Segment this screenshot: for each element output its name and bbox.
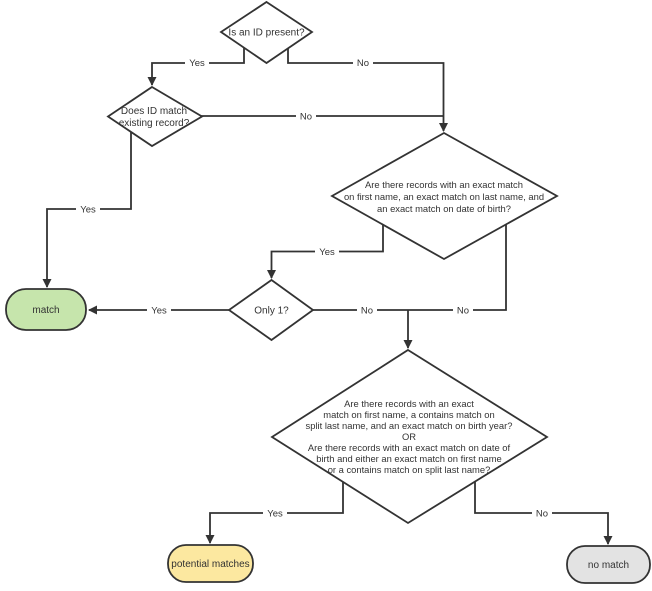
edge-label-id-present-yes: Yes: [185, 57, 209, 69]
decision-diamond: [330, 131, 559, 261]
decision-label: Is an ID present?: [228, 28, 305, 39]
decision-label-line: Are there records with an exact: [344, 398, 474, 409]
terminal-label: match: [32, 305, 59, 316]
decision-diamond: [106, 85, 204, 148]
decision-label-line: existing record?: [119, 118, 190, 129]
decision-label-line: match on first name, a contains match on: [323, 409, 494, 420]
node-exact-match-question: Are there records with an exact match on…: [330, 131, 559, 261]
decision-diamond: [227, 278, 315, 342]
edge-label-bg: [357, 304, 377, 316]
decision-label-line: an exact match on date of birth?: [377, 203, 511, 214]
terminal-label: potential matches: [171, 559, 249, 570]
decision-label-line: Does ID match: [121, 106, 187, 117]
edge-label-bg: [353, 57, 373, 68]
node-potential-matches: potential matches: [167, 544, 254, 583]
node-fuzzy-match-question: Are there records with an exact match on…: [270, 348, 549, 525]
terminal-pill: [167, 544, 254, 583]
edge-label-text: Yes: [151, 306, 167, 317]
edge-labels: Yes No No Yes Yes Yes: [76, 57, 552, 520]
edge-label-bg: [315, 246, 339, 257]
decision-label-line: on first name, an exact match on last na…: [344, 191, 544, 202]
edge-label-text: Yes: [80, 205, 96, 216]
decision-diamond: [270, 348, 549, 525]
node-is-id-present: Is an ID present?: [219, 0, 314, 65]
edge-exact-match-no: [408, 220, 507, 311]
edge-label-text: No: [536, 509, 548, 520]
decision-diamond: [219, 0, 314, 65]
edge-label-bg: [185, 57, 209, 68]
edge-label-text: Yes: [319, 247, 335, 258]
edge-label-bg: [532, 507, 552, 519]
node-does-id-match: Does ID match existing record?: [106, 85, 204, 148]
terminal-label: no match: [588, 560, 629, 571]
edge-label-text: No: [300, 112, 312, 123]
edge-label-only-one-yes: Yes: [147, 304, 171, 317]
edge-label-bg: [147, 304, 171, 316]
edge-label-text: No: [361, 306, 373, 317]
decision-label-line: or a contains match on split last name?: [328, 464, 491, 475]
decision-label-line: Are there records with an exact match on…: [308, 442, 511, 453]
decision-label-line: OR: [402, 431, 416, 442]
decision-label: Only 1?: [254, 306, 289, 317]
terminal-pill: [5, 288, 87, 331]
node-only-one: Only 1?: [227, 278, 315, 342]
edge-label-exact-match-yes: Yes: [315, 246, 339, 258]
node-match: match: [5, 288, 87, 331]
edge-label-text: Yes: [189, 58, 205, 69]
edge-label-bg: [263, 507, 287, 519]
edge-label-text: No: [457, 306, 469, 317]
decision-label-line: Are there records with an exact match: [365, 179, 523, 190]
decision-label-line: birth and either an exact match on first…: [316, 453, 502, 464]
edge-label-exact-match-no: No: [453, 304, 473, 317]
edge-label-id-match-no: No: [296, 110, 316, 123]
edge-label-text: Yes: [267, 509, 283, 520]
edge-label-only-one-no: No: [357, 304, 377, 317]
edge-label-id-match-yes: Yes: [76, 203, 100, 216]
edge-label-bg: [296, 110, 316, 122]
edge-label-fuzzy-no: No: [532, 507, 552, 520]
edge-label-fuzzy-yes: Yes: [263, 507, 287, 520]
terminal-pill: [566, 545, 651, 584]
edge-label-text: No: [357, 58, 369, 69]
edge-label-bg: [76, 203, 100, 215]
node-no-match: no match: [566, 545, 651, 584]
decision-label-line: split last name, and an exact match on b…: [306, 420, 513, 431]
edge-label-id-present-no: No: [353, 57, 373, 69]
edge-label-bg: [453, 304, 473, 316]
